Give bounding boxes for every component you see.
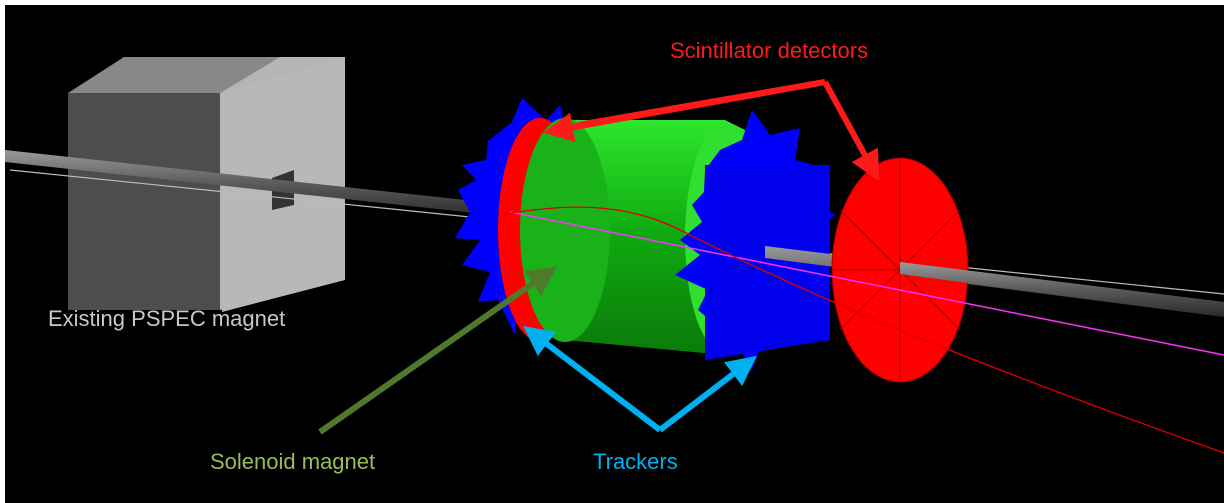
scintillator-label: Scintillator detectors (670, 38, 869, 63)
trajectory-magenta (509, 211, 1224, 356)
solenoid-label: Solenoid magnet (210, 449, 376, 474)
trackers-arrow-right (658, 355, 757, 433)
scintillator-arrow-left (543, 79, 826, 143)
trackers-label: Trackers (593, 449, 678, 474)
beam-pipe-left (5, 150, 520, 218)
trackers-arrow-left (523, 325, 662, 433)
trajectory-red (504, 206, 1224, 454)
pspec-magnet-label: Existing PSPEC magnet (48, 306, 286, 331)
solenoid-arrow (318, 266, 558, 435)
scintillator-arrow-right (822, 80, 880, 182)
